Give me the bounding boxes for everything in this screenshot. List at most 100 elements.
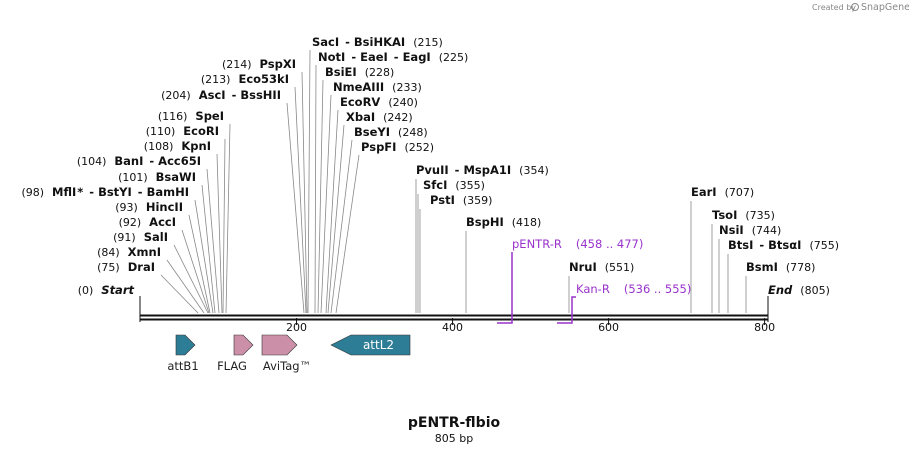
site-eari-part: EarI <box>691 185 717 199</box>
site-hincii-part: HincII <box>146 200 183 214</box>
sequence-length: 805 bp <box>435 432 473 445</box>
site-bsawi-part: BsaWI <box>156 170 196 184</box>
feature-flag[interactable]: FLAG <box>217 334 254 373</box>
primer-range: (458 .. 477) <box>576 237 644 251</box>
leader-sali <box>173 244 209 314</box>
site-label-acci[interactable]: (92)AccI <box>119 215 176 229</box>
site-ecorv-part: EcoRV <box>340 95 380 109</box>
feature-arrow <box>261 334 298 356</box>
site-xbai-part: XbaI <box>346 110 375 124</box>
site-label-psti[interactable]: PstI (359) <box>430 193 492 207</box>
site-eari-part: (707) <box>725 186 755 199</box>
site-label-bsphi[interactable]: BspHI(418) <box>466 215 541 229</box>
site-label-nrui[interactable]: NruI(551) <box>569 260 634 274</box>
site-bsphi-part: (418) <box>512 216 542 229</box>
site-label-kpni[interactable]: (108)KpnI <box>144 139 211 153</box>
feature-attb1[interactable]: attB1 <box>167 334 199 373</box>
site-acci-part: (92) <box>119 216 142 229</box>
primer-pentr-r[interactable]: pENTR-R(458 .. 477) <box>497 237 643 324</box>
site-label-mfli[interactable]: (98)MflI*- BstYI- BamHI <box>21 185 189 199</box>
site-label-sali[interactable]: (91)SalI <box>113 230 168 244</box>
feature-avitag[interactable]: AviTag™ <box>261 334 311 373</box>
site-label-tsoi[interactable]: TsoI(735) <box>712 208 775 222</box>
site-mfli-part: * <box>77 185 83 199</box>
site-pspxi-part: (214) <box>222 58 252 71</box>
site-label-bani[interactable]: (104) BanI - Acc65I <box>77 154 201 168</box>
site-pspxi-part: PspXI <box>260 57 296 71</box>
site-nsii-part: (744) <box>752 224 782 237</box>
site-label-noti[interactable]: NotI- EaeI- EagI(225) <box>318 50 468 64</box>
site-bsiei-part: (228) <box>365 66 395 79</box>
site-label-pspxi[interactable]: (214) PspXI <box>222 57 296 71</box>
site-asci-part: AscI <box>199 88 226 102</box>
site-btsi-part: - BtsαI <box>759 238 801 252</box>
feature-attl2[interactable]: attL2 <box>330 334 411 356</box>
primer-label: Kan-R(536 .. 555) <box>576 282 691 296</box>
leader-kpni <box>216 153 223 314</box>
site-nmeaiii-part: NmeAIII <box>333 80 384 94</box>
site-label-saci[interactable]: SacI - BsiHKAI (215) <box>312 35 443 49</box>
site-asci-part: (204) <box>161 89 191 102</box>
site-label-bsawi[interactable]: (101) BsaWI <box>118 170 196 184</box>
primer-label: pENTR-R(458 .. 477) <box>512 237 643 251</box>
site-label-start[interactable]: (0)Start <box>78 283 135 297</box>
site-label-btsi[interactable]: BtsI- BtsαI(755) <box>728 238 839 252</box>
site-label-nsii[interactable]: NsiI(744) <box>719 223 781 237</box>
site-label-pvuii[interactable]: PvuII- MspA1I(354) <box>416 163 549 177</box>
site-pvuii-part: - MspA1I <box>455 163 511 177</box>
site-asci-part: - BssHII <box>232 88 281 102</box>
site-label-asci[interactable]: (204) AscI - BssHII <box>161 88 281 102</box>
leader-ecorv <box>325 109 339 314</box>
site-label-pspfi[interactable]: PspFI(252) <box>361 140 434 154</box>
site-pvuii-part: (354) <box>519 164 549 177</box>
site-label-bsiei[interactable]: BsiEI(228) <box>325 65 394 79</box>
site-bani-part: BanI <box>114 154 143 168</box>
site-tsoi-part: TsoI <box>712 208 737 222</box>
site-saci-part: SacI <box>312 35 339 49</box>
site-label-end[interactable]: End(805) <box>768 283 830 297</box>
site-label-ecorv[interactable]: EcoRV (240) <box>340 95 418 109</box>
leader-acci <box>181 229 210 314</box>
leader-noti <box>314 64 317 314</box>
site-label-sfci[interactable]: SfcI(355) <box>423 178 485 192</box>
site-ecori-part: EcoRI <box>183 124 219 138</box>
leader-hincii <box>188 214 211 314</box>
site-label-eari[interactable]: EarI (707) <box>691 185 754 199</box>
site-bani-part: - Acc65I <box>149 154 201 168</box>
site-spei-part: (116) <box>158 110 188 123</box>
site-start-part: (0) <box>78 284 94 297</box>
site-label-xbai[interactable]: XbaI(242) <box>346 110 413 124</box>
site-saci-part: - BsiHKAI <box>345 35 405 49</box>
sequence-name: pENTR-flbio <box>408 415 501 431</box>
site-bani-part: (104) <box>77 155 107 168</box>
site-psti-part: PstI <box>430 193 455 207</box>
feature-label: attL2 <box>363 338 394 352</box>
site-label-bseyi[interactable]: BseYI(248) <box>354 125 428 139</box>
site-label-spei[interactable]: (116)SpeI <box>158 109 224 123</box>
feature-arrow <box>175 334 196 356</box>
feature-label: attB1 <box>167 359 198 373</box>
leader-drai <box>160 274 199 314</box>
primer-kan-r[interactable]: Kan-R(536 .. 555) <box>557 282 691 324</box>
site-noti-part: - EaeI <box>351 50 387 64</box>
site-bsawi-part: (101) <box>118 171 148 184</box>
site-label-xmni[interactable]: (84)XmnI <box>97 245 161 259</box>
site-label-bsmi[interactable]: BsmI(778) <box>746 260 815 274</box>
site-saci-part: (215) <box>413 36 443 49</box>
site-label-drai[interactable]: (75)DraI <box>97 260 155 274</box>
site-psti-part: (359) <box>463 194 493 207</box>
site-ecorv-part: (240) <box>388 96 418 109</box>
site-label-eco53ki[interactable]: (213)Eco53kI <box>201 72 289 86</box>
feature-arrow <box>233 334 254 356</box>
site-label-ecori[interactable]: (110)EcoRI <box>146 124 219 138</box>
ruler-tick-label: 200 <box>286 321 307 334</box>
site-leader-lines <box>160 49 747 314</box>
site-bsmi-part: BsmI <box>746 260 778 274</box>
site-bseyi-part: (248) <box>398 126 428 139</box>
credit-text: Created by <box>812 3 856 12</box>
site-label-hincii[interactable]: (93)HincII <box>115 200 183 214</box>
site-label-nmeaiii[interactable]: NmeAIII(233) <box>333 80 422 94</box>
leader-spei <box>225 123 231 314</box>
